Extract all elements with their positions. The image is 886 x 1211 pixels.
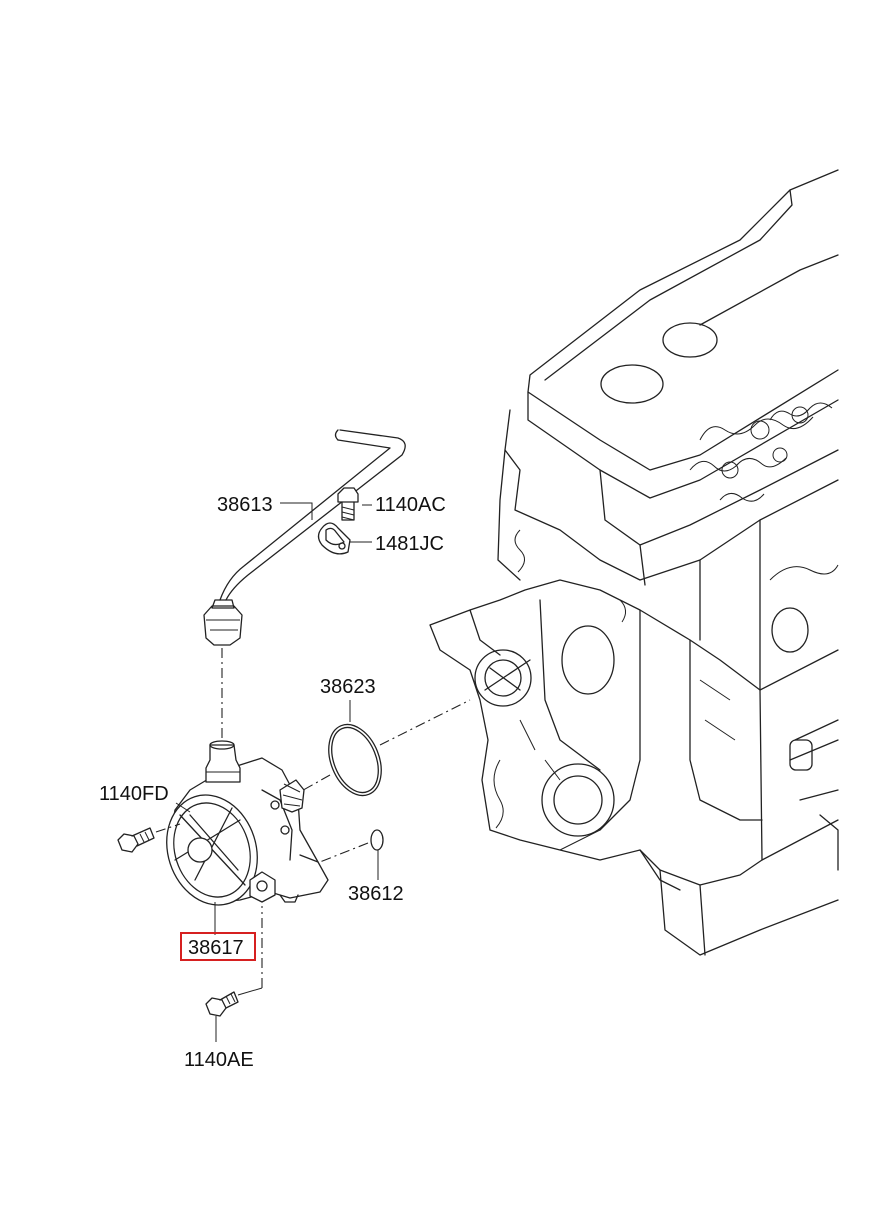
oring-drawing [297, 699, 471, 797]
leader-lines [175, 502, 372, 813]
label-bolt-top[interactable]: 1140AC [375, 494, 446, 516]
label-dowel[interactable]: 38612 [348, 883, 404, 905]
label-bolt-bottom[interactable]: 1140AE [184, 1049, 254, 1071]
label-oring[interactable]: 38623 [320, 676, 376, 698]
label-clamp[interactable]: 1481JC [375, 533, 444, 555]
clamp-drawing [317, 522, 351, 555]
label-bolt-left[interactable]: 1140FD [99, 783, 169, 805]
bolt-bottom-drawing [205, 906, 263, 1042]
bolt-top-drawing [337, 487, 359, 521]
label-vacuum-pump[interactable]: 38617 [188, 937, 244, 959]
engine-block-drawing [429, 169, 839, 956]
highlight-box [180, 932, 256, 961]
vacuum-tube-drawing [203, 429, 406, 742]
vacuum-pump-drawing [166, 740, 329, 935]
dowel-drawing [319, 829, 384, 880]
bolt-left-drawing [117, 823, 181, 853]
label-tube[interactable]: 38613 [217, 494, 273, 516]
